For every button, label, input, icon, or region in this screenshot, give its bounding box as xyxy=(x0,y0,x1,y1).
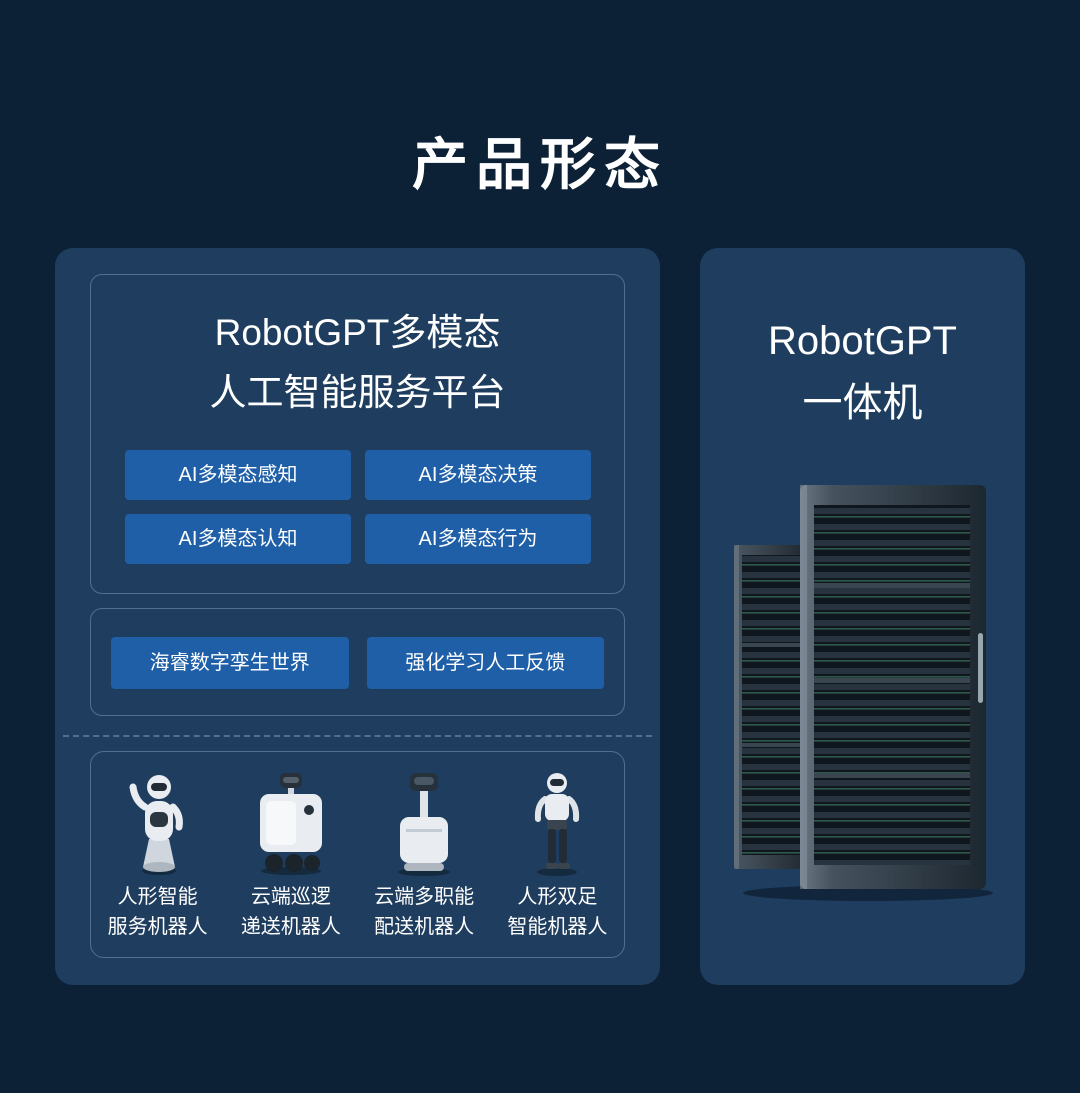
bottom-strip xyxy=(0,1093,1080,1106)
platform-panel: RobotGPT多模态 人工智能服务平台 AI多模态感知 AI多模态决策 AI多… xyxy=(55,248,660,985)
bipedal-humanoid-robot-image xyxy=(525,764,589,876)
chip-multimodal-perception: AI多模态感知 xyxy=(125,450,351,500)
robot-label: 云端多职能 配送机器人 xyxy=(374,882,474,942)
robot-label: 人形智能 服务机器人 xyxy=(108,882,208,942)
technology-box: 海睿数字孪生世界 强化学习人工反馈 xyxy=(90,608,625,716)
robot-label-line1: 云端巡逻 xyxy=(250,886,331,908)
robot-row: 人形智能 服务机器人 xyxy=(91,752,624,957)
chip-rlhf: 强化学习人工反馈 xyxy=(366,637,604,689)
robot-label-line1: 人形双足 xyxy=(517,886,598,908)
allinone-title-line2: 一体机 xyxy=(802,381,923,425)
robot-box: 人形智能 服务机器人 xyxy=(90,751,625,958)
dashed-divider xyxy=(63,735,652,737)
page-title: 产品形态 xyxy=(412,133,668,196)
chip-multimodal-behavior: AI多模态行为 xyxy=(365,514,591,564)
robot-item-multirole-delivery: 云端多职能 配送机器人 xyxy=(358,764,491,957)
technology-row: 海睿数字孪生世界 强化学习人工反馈 xyxy=(111,637,604,689)
robot-item-humanoid-service: 人形智能 服务机器人 xyxy=(91,764,224,957)
robot-label-line2: 递送机器人 xyxy=(240,916,341,938)
allinone-title: RobotGPT 一体机 xyxy=(700,248,1025,434)
allinone-panel: RobotGPT 一体机 xyxy=(700,248,1025,985)
robot-label-line1: 人形智能 xyxy=(117,886,198,908)
patrol-delivery-robot-image xyxy=(246,764,336,876)
server-rack-image xyxy=(728,473,998,903)
allinone-title-line1: RobotGPT xyxy=(768,319,957,363)
robot-item-bipedal-humanoid: 人形双足 智能机器人 xyxy=(491,764,624,957)
humanoid-service-robot-image xyxy=(123,764,193,876)
robot-label-line2: 配送机器人 xyxy=(374,916,475,938)
robot-item-patrol-delivery: 云端巡逻 递送机器人 xyxy=(224,764,357,957)
platform-title-line1: RobotGPT多模态 xyxy=(214,312,501,353)
platform-capability-grid: AI多模态感知 AI多模态决策 AI多模态认知 AI多模态行为 xyxy=(125,450,591,564)
robot-label: 云端巡逻 递送机器人 xyxy=(241,882,341,942)
chip-digital-twin-world: 海睿数字孪生世界 xyxy=(111,637,349,689)
chip-multimodal-decision: AI多模态决策 xyxy=(365,450,591,500)
chip-multimodal-cognition: AI多模态认知 xyxy=(125,514,351,564)
platform-box: RobotGPT多模态 人工智能服务平台 AI多模态感知 AI多模态决策 AI多… xyxy=(90,274,625,594)
multirole-delivery-robot-image xyxy=(384,764,464,876)
platform-title-line2: 人工智能服务平台 xyxy=(209,372,506,413)
robot-label-line1: 云端多职能 xyxy=(374,886,475,908)
robot-label-line2: 服务机器人 xyxy=(107,916,208,938)
server-rack-front xyxy=(799,485,986,889)
robot-label: 人形双足 智能机器人 xyxy=(507,882,607,942)
robot-label-line2: 智能机器人 xyxy=(507,916,608,938)
platform-title: RobotGPT多模态 人工智能服务平台 xyxy=(91,275,624,423)
